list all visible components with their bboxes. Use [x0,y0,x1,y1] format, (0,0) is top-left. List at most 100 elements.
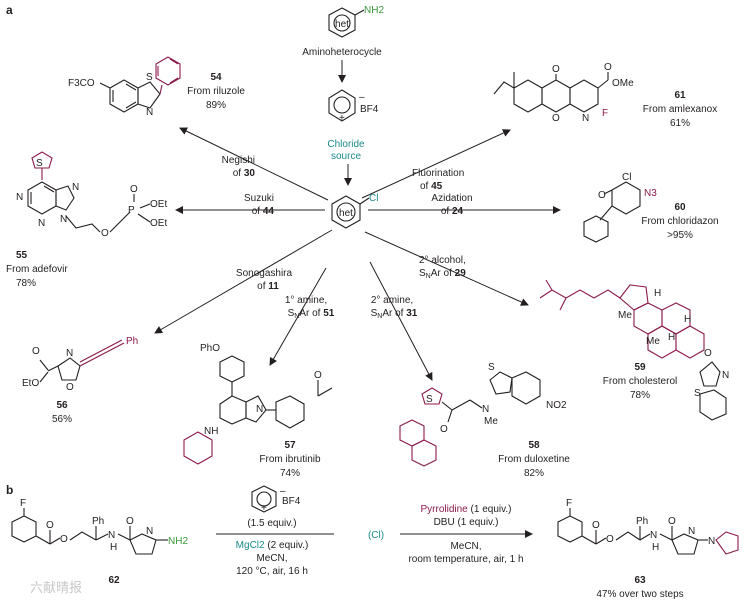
cond1-temp: 120 °C, air, 16 h [236,566,308,577]
c59-me2: Me [646,336,660,347]
c63-n1: N [688,526,695,537]
c56-n: N [66,348,73,359]
watermark: 六献晴报 [30,580,82,595]
c58-o: O [440,424,448,435]
compound-57-structure: PhO N NH O [183,343,333,465]
compound-58-yield: 82% [524,468,544,479]
pyrylium-reagent: + – BF4 [251,485,301,514]
cond2-solvent: MeCN, [450,541,481,552]
c62-n2: N [146,526,153,537]
cond2-temp: room temperature, air, 1 h [408,554,523,565]
c57-pho: PhO [200,343,220,354]
arrow-amine2 [369,261,433,381]
compound-60-source: From chloridazon [641,216,718,227]
c54-s: S [146,72,153,83]
amine1-label-1: 1° amine, [285,295,327,306]
cond2-dbu: DBU (1 equiv.) [434,517,499,528]
c62-ph: Ph [92,516,104,527]
fluorination-label-1: Fluorination [412,168,464,179]
reagent-charge: + [261,503,267,514]
alcohol-label-1: 2° alcohol, [419,255,466,266]
c58-n: N [482,404,489,415]
pyrylium-charge: + [339,113,345,124]
c63-o2: O [606,534,614,545]
reagent-anion-charge: – [280,486,286,497]
c55-n1: N [16,192,23,203]
chloride-source-line2: source [331,151,361,162]
suzuki-label-2: of 44 [252,206,275,217]
cond1-solvent: MeCN, [256,553,287,564]
compound-57-yield: 74% [280,468,300,479]
compound-59-yield: 78% [630,390,650,401]
c56-eto: EtO [22,378,39,389]
compound-54-number: 54 [210,72,222,83]
c61-o3: O [552,113,560,124]
c57-n: N [256,404,263,415]
compound-59-structure: H H H Me Me O N S [539,279,729,421]
c59-h3: H [668,332,675,343]
pyrylium-salt: + – BF4 [328,89,379,124]
c63-n2: N [708,536,715,547]
amine-het-label: het [335,19,349,30]
c55-n2: N [38,218,45,229]
c57-nh: NH [204,426,218,437]
cond1-mgcl2: MgCl2 (2 equiv.) [236,540,309,551]
cond2-pyrrolidine: Pyrrolidine (1 equiv.) [421,504,512,515]
suzuki-label-1: Suzuki [244,193,274,204]
compound-59-number: 59 [634,362,646,373]
compound-60-yield: >95% [667,230,693,241]
c62-o1: O [46,520,54,531]
panel-a-label: a [6,3,13,17]
c56-o2: O [66,382,74,393]
c60-cl: Cl [622,172,631,183]
c61-n: N [582,113,589,124]
c63-ph: Ph [636,516,648,527]
compound-58-source: From duloxetine [498,454,570,465]
c55-o2: O [130,184,138,195]
compound-56-yield: 56% [52,414,72,425]
c61-o1: O [552,64,560,75]
c58-s1: S [426,394,433,405]
arrow-fluorination [361,129,511,199]
arrow-sonogashira [154,229,333,334]
intermediate-cl: (Cl) [368,530,384,541]
c60-n3: N3 [644,188,657,199]
c59-n: N [722,370,729,381]
c59-o: O [704,348,712,359]
c54-cf3o: F3CO [68,78,95,89]
negishi-label-1: Negishi [222,155,255,166]
c56-ph: Ph [126,336,138,347]
compound-61-number: 61 [674,90,686,101]
aminoheterocycle: het NH2 Aminoheterocycle [302,5,384,58]
chloroheterocycle: het Cl [331,193,378,229]
compound-55-number: 55 [16,250,28,261]
reagent-equiv: (1.5 equiv.) [247,518,296,529]
compound-56-structure: O EtO O N Ph [22,336,138,393]
c62-nh2: NH2 [168,536,188,547]
c55-oet1: OEt [150,199,167,210]
arrow-alcohol [364,231,529,306]
c59-s: S [694,388,701,399]
compound-60-structure: O Cl N3 [583,172,657,243]
compound-61-structure: O O N O OMe F [493,62,634,124]
c58-s2: S [488,362,495,373]
compound-55-source: From adefovir [6,264,68,275]
c55-o1: O [101,228,109,239]
compound-54-yield: 89% [206,100,226,111]
c62-o2: O [60,534,68,545]
compound-57-source: From ibrutinib [259,454,321,465]
compound-63-number: 63 [634,575,646,586]
bf4-anion: BF4 [360,104,379,115]
amine1-label-2: SNAr of 51 [288,308,335,320]
sonogashira-label-1: Sonogashira [236,268,293,279]
c55-n4: N [60,214,67,225]
c54-n: N [146,107,153,118]
chloride-source-line1: Chloride [327,139,365,150]
compound-56-number: 56 [56,400,68,411]
c55-p: P [128,205,135,216]
c62-h: H [110,542,117,553]
sonogashira-label-2: of 11 [257,281,279,292]
c63-n: N [650,530,657,541]
bf4-charge: – [359,92,365,103]
compound-62-structure: F O O Ph N H O N NH2 [11,498,188,555]
